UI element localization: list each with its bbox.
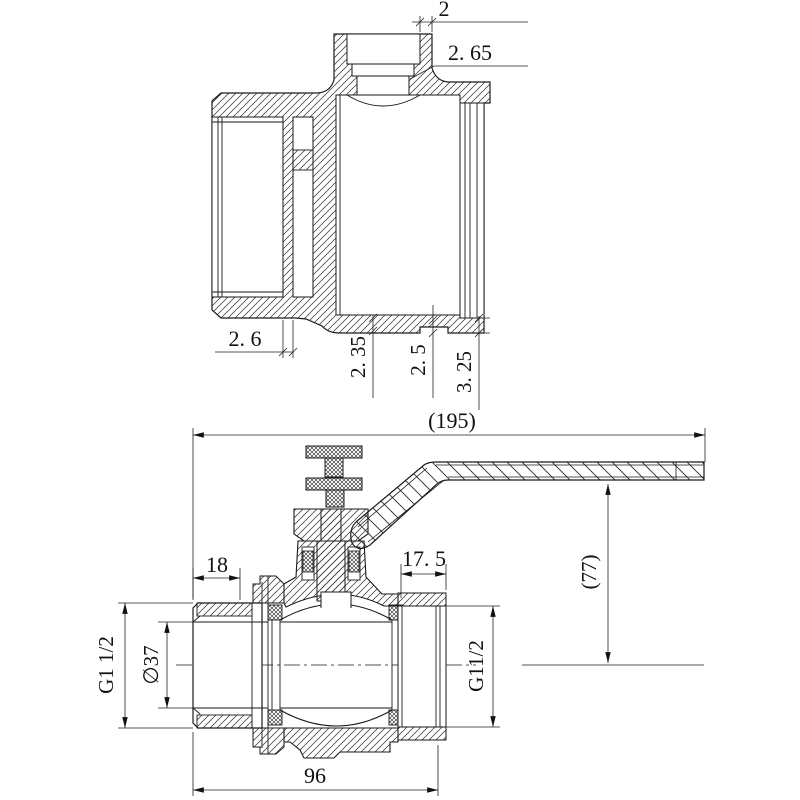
valve-handle <box>350 461 705 550</box>
ball-seat-arc <box>346 94 421 107</box>
handle-nut-exploded <box>305 445 363 478</box>
stem-packing-right <box>348 550 360 573</box>
left-socket-cavity <box>211 116 284 298</box>
dim-bottom-wall-b-label: 2. 5 <box>406 344 430 376</box>
dim-right-thread-label: G11/2 <box>464 640 488 692</box>
ball-stem-slot <box>320 591 352 608</box>
left-flange-top <box>252 575 285 604</box>
ball-bottom-arc <box>279 709 393 727</box>
dim-neck-wall-label: 2 <box>439 0 450 21</box>
dim-right-thread-length-label: 17. 5 <box>402 546 446 571</box>
dim-left-thread-length-label: 18 <box>206 552 228 577</box>
outlet-rings <box>459 102 485 319</box>
dim-outlet-wall-label: 3. 25 <box>452 351 476 393</box>
dim-bottom-wall-a-label: 2. 35 <box>346 336 370 378</box>
top-section-view: 2 2. 65 2. 6 2. 35 2. 5 3. 25 <box>211 0 528 410</box>
male-thread-top <box>196 602 253 617</box>
main-bore-cavity <box>335 94 461 316</box>
left-flange-bottom <box>252 727 285 755</box>
female-end-wall-bottom <box>397 726 447 741</box>
neck-bore-step3 <box>356 75 410 96</box>
female-end-wall-top <box>397 592 447 607</box>
seat-seal-bottom-left <box>267 709 283 726</box>
dim-left-wall-label: 2. 6 <box>229 326 262 351</box>
dim-left-thread-label: G1 1/2 <box>94 636 118 694</box>
dim-neck-shoulder-label: 2. 65 <box>448 40 492 65</box>
dim-overall-length-label: (195) <box>428 408 476 433</box>
dim-bore-diameter-label: ∅37 <box>139 645 163 684</box>
middle-plug <box>292 149 314 171</box>
neck-bore-step2 <box>351 63 415 77</box>
middle-slot-cavity <box>292 116 314 298</box>
dim-body-length-label: 96 <box>304 763 326 788</box>
body-bottom-wall <box>283 727 399 759</box>
handle-washer-exploded <box>305 477 363 508</box>
neck-bore-step1 <box>346 33 421 65</box>
seat-seal-top-left <box>267 604 283 621</box>
front-assembly-view: (195) (77) 18 17. 5 ∅37 G1 1/2 G11/2 96 <box>94 408 706 796</box>
stem-packing-left <box>302 550 314 573</box>
dim-handle-height-label: (77) <box>577 555 601 590</box>
male-thread-bottom <box>196 714 253 729</box>
